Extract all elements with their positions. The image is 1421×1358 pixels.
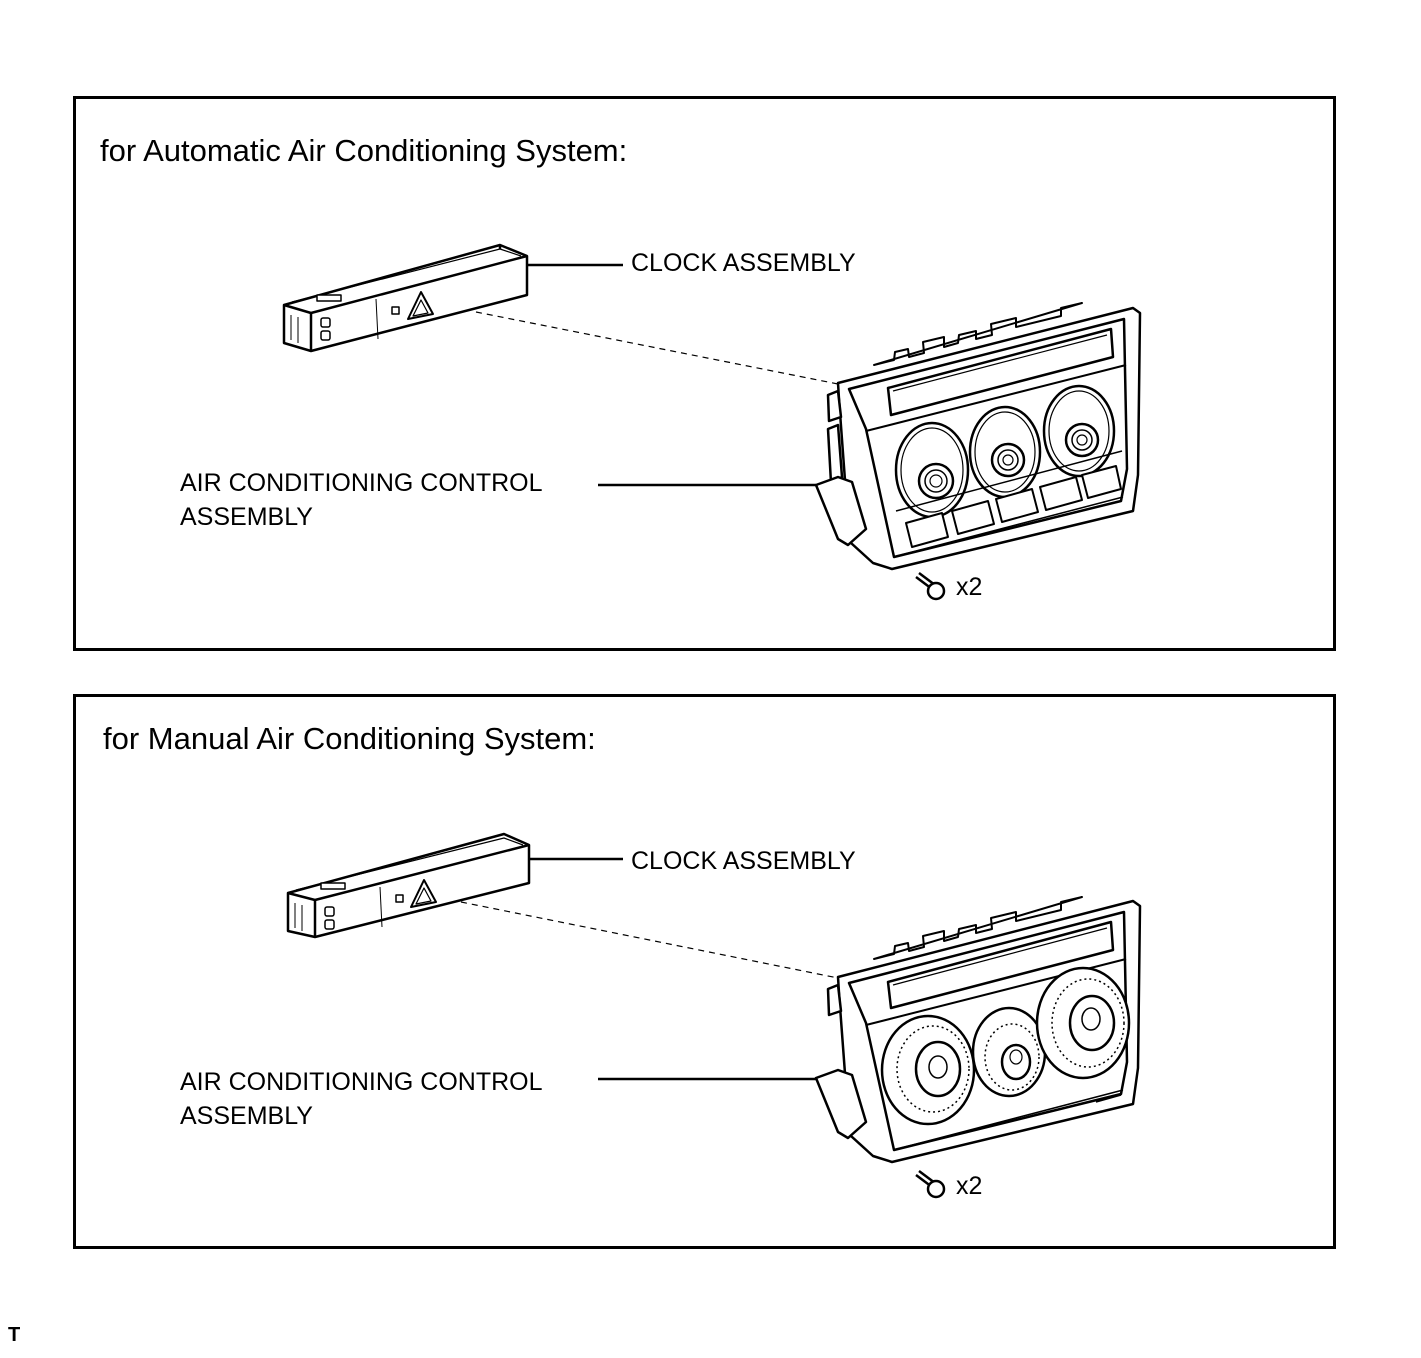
- ac-control-assembly-label: AIR CONDITIONING CONTROL ASSEMBLY: [180, 1065, 543, 1133]
- alignment-dashed-line: [475, 311, 839, 385]
- clock-assembly-label: CLOCK ASSEMBLY: [631, 249, 856, 277]
- screw-quantity-label: x2: [956, 573, 983, 601]
- ac-label-line-1: AIR CONDITIONING CONTROL: [180, 1068, 543, 1096]
- manual-diagram-art: [286, 832, 1142, 1199]
- screw-quantity-label: x2: [956, 1172, 983, 1200]
- clock-assembly-illustration: [282, 243, 529, 353]
- ac-label-line-2: ASSEMBLY: [180, 1102, 313, 1130]
- manual-ac-panel: for Manual Air Conditioning System:: [73, 694, 1336, 1249]
- clock-assembly-illustration: [286, 832, 531, 939]
- ac-label-line-2: ASSEMBLY: [180, 503, 313, 531]
- automatic-diagram-art: [282, 243, 1142, 601]
- automatic-ac-panel: for Automatic Air Conditioning System:: [73, 96, 1336, 651]
- panel-title: for Manual Air Conditioning System:: [103, 721, 596, 756]
- clock-assembly-label: CLOCK ASSEMBLY: [631, 847, 856, 875]
- screw-icon: [915, 1170, 946, 1199]
- alignment-dashed-line: [460, 901, 839, 979]
- screw-icon: [915, 572, 946, 601]
- ac-control-panel-illustration: [814, 302, 1142, 571]
- ac-label-line-1: AIR CONDITIONING CONTROL: [180, 469, 543, 497]
- ac-control-assembly-label: AIR CONDITIONING CONTROL ASSEMBLY: [180, 466, 543, 534]
- panel-title: for Automatic Air Conditioning System:: [100, 133, 628, 168]
- ac-control-panel-illustration: [814, 896, 1142, 1164]
- footer-mark: T: [8, 1324, 21, 1346]
